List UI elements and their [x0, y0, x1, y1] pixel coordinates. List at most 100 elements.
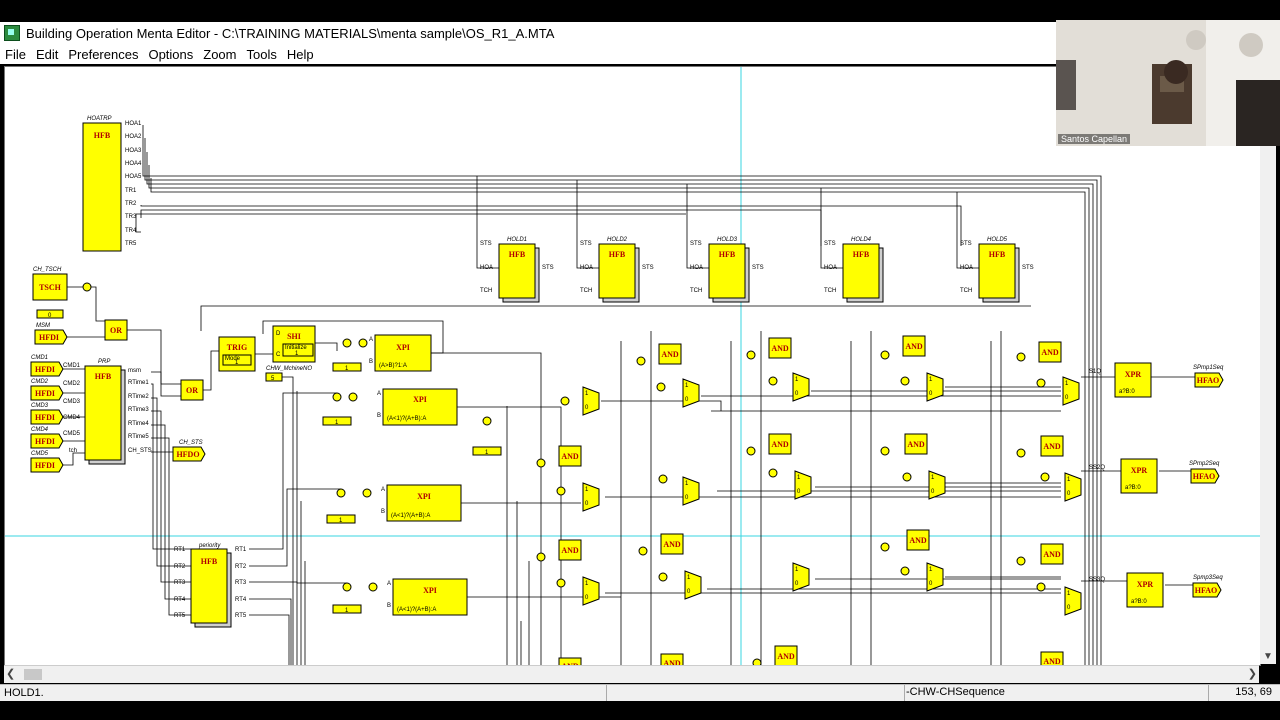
menu-help[interactable]: Help	[286, 46, 314, 62]
xpr-block-3[interactable]: XPR a?B:0 SS3Q Spmp3Seq HFAO	[1089, 572, 1223, 608]
prp-pin: CMD1	[63, 363, 81, 369]
mux-pin: 0	[585, 595, 589, 601]
const-value: 1	[335, 420, 339, 426]
menu-edit[interactable]: Edit	[35, 46, 59, 62]
const-box[interactable]	[472, 446, 502, 456]
webcam-participant-name: Santos Capellan	[1058, 134, 1131, 144]
shi-sub: Initialize	[285, 345, 307, 351]
and-label: AND	[561, 546, 579, 555]
cmd-inputs[interactable]: CMD1 HFDI CMD2 HFDI CMD3 HFDI CMD4 HFDI …	[30, 355, 64, 473]
xpi-block-4[interactable]: XPI (A<1)?(A+B):A A B	[387, 578, 468, 616]
const-value: 1	[339, 518, 343, 524]
junction-node	[336, 488, 346, 498]
junction-node	[342, 582, 352, 592]
cmd-caption: CMD5	[31, 451, 49, 457]
scroll-left-icon[interactable]: ❮	[6, 668, 16, 680]
and-gates[interactable]: AND AND AND AND AND AND AND AND AND AND …	[558, 335, 1064, 665]
msm-caption: MSM	[36, 323, 50, 329]
hold5-block[interactable]: HOLD5 HFB STS HOA TCH STS	[960, 237, 1034, 303]
chw-value: 5	[271, 376, 275, 382]
const-box[interactable]	[326, 514, 356, 524]
hold-pin: HOA	[580, 265, 593, 271]
mux-blocks[interactable]: 1 0 1 0 1 0 1 0 1 0 1 0 1 0 1 0 1 0 1 0 …	[582, 372, 1082, 616]
menu-options[interactable]: Options	[148, 46, 194, 62]
priority-block[interactable]: periority HFB RT1 RT2 RT3 RT4 RT5 RT1 RT…	[174, 543, 247, 628]
wire	[67, 286, 105, 322]
mux-pin: 0	[687, 589, 691, 595]
tsch-block[interactable]: CH_TSCH TSCH 0	[32, 267, 68, 319]
const-box[interactable]	[332, 362, 362, 372]
menu-zoom[interactable]: Zoom	[203, 46, 237, 62]
xpr-block-2[interactable]: XPR a?B:0 SS2Q SPmp2Seq HFAO	[1089, 458, 1220, 494]
mux-pin: 0	[929, 581, 933, 587]
xpi-block-2[interactable]: XPI (A<1)?(A+B):A A B	[377, 388, 458, 426]
or-label: OR	[186, 386, 198, 395]
ch-sts-output[interactable]: CH_STS HFDO	[172, 440, 206, 462]
priority-type: HFB	[201, 557, 218, 566]
xpr-in-label: SS2Q	[1089, 465, 1105, 471]
hold-pin: TCH	[480, 288, 492, 294]
xpi-pin: B	[369, 359, 373, 365]
function-block-diagram[interactable]: HOATRP HFB HOA1 HOA2 HOA3 HOA4 HOA5 TR1 …	[5, 67, 1260, 665]
hoatrp-caption: HOATRP	[87, 116, 112, 122]
mux-pin: 1	[1067, 591, 1071, 597]
wire	[282, 376, 306, 665]
hfdo-type: HFDO	[176, 450, 199, 459]
bus-wire	[150, 178, 1086, 665]
hoatrp-block[interactable]: HOATRP HFB HOA1 HOA2 HOA3 HOA4 HOA5 TR1 …	[82, 116, 142, 252]
bus-wire	[144, 138, 1098, 665]
title-bar: Building Operation Menta Editor - C:\TRA…	[0, 22, 1280, 44]
mux-pin: 1	[685, 383, 689, 389]
menu-file[interactable]: File	[5, 46, 26, 62]
prp-type: HFB	[95, 372, 112, 381]
const-box[interactable]	[332, 604, 362, 614]
hold3-block[interactable]: HOLD3 HFB STS HOA TCH STS	[690, 237, 764, 303]
hold-wire	[576, 180, 599, 269]
xpi-type: XPI	[413, 395, 427, 404]
xpi-type: XPI	[417, 492, 431, 501]
vertical-scrollbar[interactable]: ▼	[1260, 66, 1276, 664]
priority-pin: RT2	[235, 564, 247, 570]
menu-preferences[interactable]: Preferences	[68, 46, 139, 62]
mux-pin: 0	[1065, 395, 1069, 401]
msm-input[interactable]: MSM HFDI	[34, 323, 68, 345]
trig-block[interactable]: TRIG Mode 1	[218, 336, 256, 372]
xpi-block-1[interactable]: XPI (A>B)?1:A A B	[369, 334, 432, 372]
app-icon	[4, 25, 20, 41]
hoatrp-pin: TR4	[125, 228, 137, 234]
hold1-block[interactable]: HOLD1 HFB STS HOA TCH STS	[480, 237, 554, 303]
cmd-caption: CMD3	[31, 403, 49, 409]
shi-pin: C	[276, 352, 281, 358]
and-label: AND	[907, 440, 925, 449]
menu-tools[interactable]: Tools	[246, 46, 277, 62]
and-label: AND	[1041, 348, 1059, 357]
xpi-block-3[interactable]: XPI (A<1)?(A+B):A A B	[381, 484, 462, 522]
xpi-pin: A	[377, 391, 381, 397]
hfdo-caption: CH_STS	[179, 440, 203, 446]
priority-pin: RT3	[174, 580, 186, 586]
xpi-pin: B	[381, 509, 385, 515]
cmd-type: HFDI	[35, 461, 55, 470]
mux-pin: 0	[685, 397, 689, 403]
hoatrp-pin: HOA2	[125, 134, 142, 140]
hold4-block[interactable]: HOLD4 HFB STS HOA TCH	[824, 237, 884, 303]
xpr-block-1[interactable]: XPR a?B:0 S1Q SPmp1Seq HFAO	[1089, 362, 1224, 398]
shi-block[interactable]: SHI D C Initialize 1	[272, 325, 316, 363]
junction-node	[362, 488, 372, 498]
prp-block[interactable]: PRP HFB CMD1 CMD2 CMD3 CMD4 CMD5 tch msm…	[63, 359, 152, 465]
hoatrp-pin: TR3	[125, 214, 137, 220]
hold-pin: HOA	[690, 265, 703, 271]
and-label: AND	[905, 342, 923, 351]
scroll-thumb[interactable]	[24, 669, 42, 680]
hold2-block[interactable]: HOLD2 HFB STS HOA TCH STS	[580, 237, 654, 303]
scroll-down-icon[interactable]: ▼	[1263, 651, 1273, 662]
status-selection: HOLD1.	[4, 687, 44, 699]
hfao-type: HFAO	[1195, 586, 1218, 595]
scroll-right-icon[interactable]: ❯	[1247, 668, 1257, 680]
junction-node	[332, 392, 342, 402]
horizontal-scrollbar[interactable]: ❮ ❯	[4, 665, 1259, 683]
diagram-canvas[interactable]: HOATRP HFB HOA1 HOA2 HOA3 HOA4 HOA5 TR1 …	[4, 66, 1261, 666]
status-folder: -CHW-CHSequence	[906, 686, 1005, 698]
mux-pin: 1	[685, 481, 689, 487]
const-box[interactable]	[322, 416, 352, 426]
